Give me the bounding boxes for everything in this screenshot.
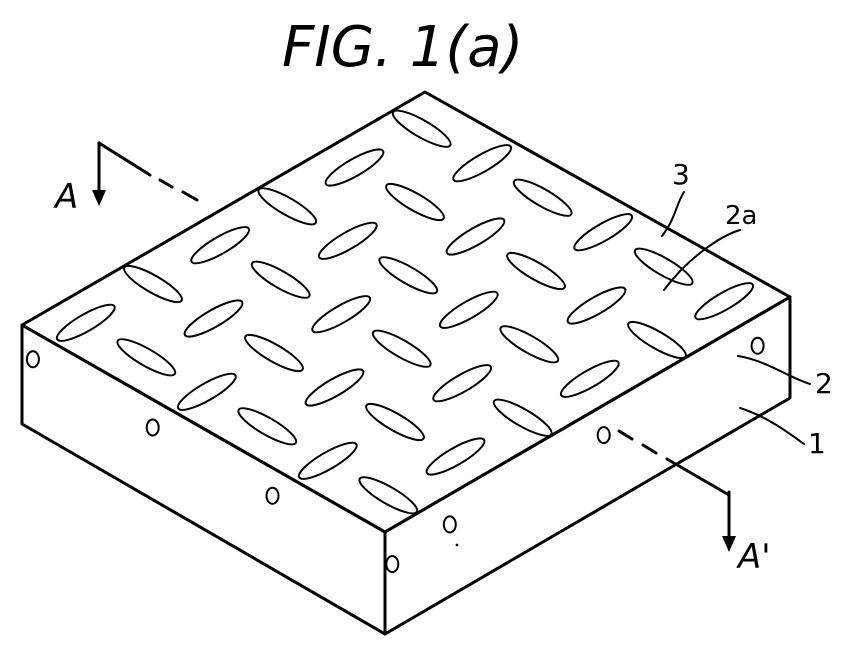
ridge-ellipse	[308, 290, 374, 338]
surface-ridges	[0, 31, 864, 592]
side-hole	[27, 351, 39, 367]
ridge-ellipse	[248, 256, 314, 304]
ridge-ellipse	[429, 359, 495, 407]
ridge-ellipse	[315, 217, 381, 265]
leader-block	[740, 408, 804, 444]
ridge-ellipse	[107, 407, 173, 455]
label-holes: 2	[815, 367, 833, 400]
side-hole	[752, 338, 764, 354]
ridge-ellipse	[631, 243, 697, 291]
ridge-ellipse	[113, 333, 179, 381]
ridge-ellipse	[423, 433, 489, 481]
ridge-ellipse	[254, 182, 320, 230]
ridge-ellipse	[382, 178, 448, 226]
ridge-ellipse	[0, 338, 52, 386]
ridge-ellipse	[60, 226, 126, 274]
ridge-ellipse	[46, 372, 112, 420]
ridge-ellipse	[617, 389, 683, 437]
ridge-ellipse	[194, 148, 260, 196]
ridge-ellipse	[241, 329, 307, 377]
ridge-ellipse	[577, 135, 643, 183]
label-section-a: A	[53, 177, 78, 217]
ridge-ellipse	[637, 169, 703, 217]
ridge-ellipse	[449, 139, 515, 187]
side-hole	[444, 516, 456, 532]
side-hole	[386, 556, 398, 572]
ridge-ellipse	[510, 174, 576, 222]
label-section-a-prime: A'	[736, 537, 771, 577]
ridge-ellipse	[181, 295, 247, 343]
side-hole	[267, 488, 279, 504]
section-line-a	[92, 143, 197, 206]
ridge-ellipse	[375, 251, 441, 299]
ridge-ellipse	[322, 144, 388, 192]
ridge-ellipse	[261, 109, 327, 157]
ridge-ellipse	[624, 316, 690, 364]
side-holes	[27, 338, 764, 572]
ridge-ellipse	[228, 476, 294, 524]
ridge-ellipse	[691, 277, 757, 325]
ridge-ellipse	[570, 208, 636, 256]
ridge-ellipse	[389, 105, 455, 153]
ridge-ellipse	[187, 221, 253, 269]
ridge-ellipse	[0, 264, 58, 312]
ridge-ellipse	[490, 394, 556, 442]
ridge-ellipse	[349, 545, 415, 593]
ridge-ellipse	[758, 238, 824, 286]
ridge-ellipse	[234, 402, 300, 450]
ridge-ellipse	[167, 441, 233, 489]
ridge-ellipse	[564, 282, 630, 330]
ridge-ellipse	[819, 273, 864, 321]
figure-title: FIG. 1(a)	[282, 15, 523, 80]
leader-holes	[738, 356, 810, 384]
ridge-ellipse	[685, 351, 751, 399]
ridge-ellipse	[483, 467, 549, 515]
ridge-ellipse	[496, 320, 562, 368]
label-surface: 3	[672, 158, 690, 191]
front-left-face	[22, 325, 385, 634]
leader-surface	[662, 192, 684, 236]
ridge-ellipse	[503, 247, 569, 295]
ridge-ellipse	[295, 437, 361, 485]
ridge-ellipse	[127, 187, 193, 235]
side-hole	[598, 427, 610, 443]
ridge-ellipse	[369, 325, 435, 373]
arrow-down-icon	[92, 190, 106, 206]
ridge-ellipse	[362, 398, 428, 446]
ridge-ellipse	[436, 286, 502, 334]
ridge-ellipse	[288, 510, 354, 558]
label-hole-opening: 2a	[725, 201, 757, 231]
label-block: 1	[808, 427, 826, 460]
ridge-ellipse	[302, 364, 368, 412]
section-line-a-prime	[619, 431, 736, 552]
arrow-down-icon	[722, 536, 736, 552]
ridge-ellipse	[120, 260, 186, 308]
ridge-ellipse	[443, 213, 509, 261]
ridge-ellipse	[516, 100, 582, 148]
ridge-ellipse	[355, 471, 421, 519]
speck	[456, 544, 459, 547]
ridge-ellipse	[174, 368, 240, 416]
ridge-ellipse	[557, 355, 623, 403]
side-hole	[147, 420, 159, 436]
ridge-ellipse	[53, 299, 119, 347]
